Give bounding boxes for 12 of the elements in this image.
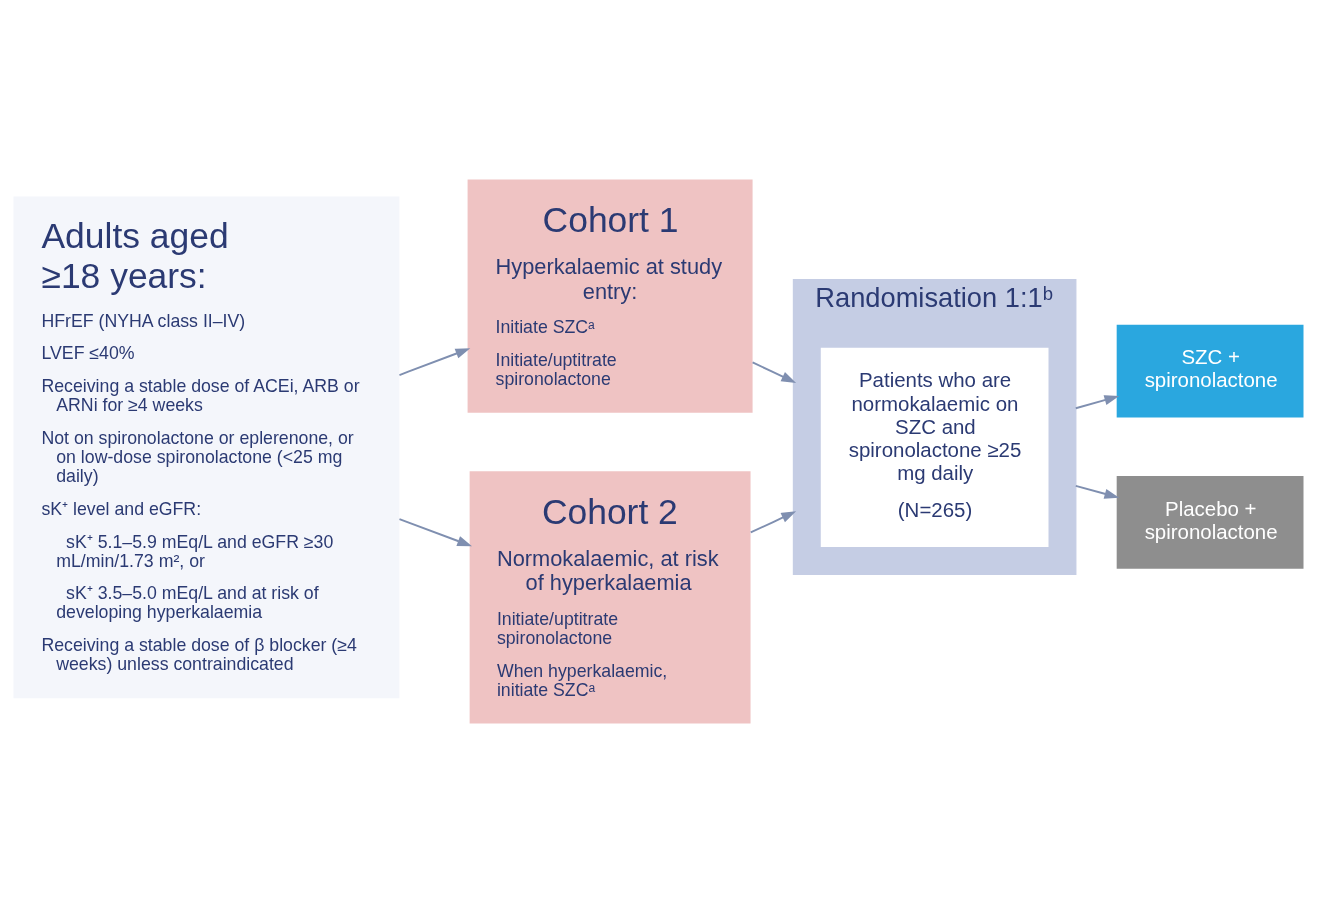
node-box: Patients who are normokalaemic on SZC and spironolactone ≥25 mg daily (N=265) bbox=[820, 347, 1049, 547]
node-box: Cohort 1 Hyperkalaemic at study entry: Initiate SZCᵃ Initiate/uptitrate spironolactone bbox=[467, 178, 753, 413]
node-box: SZC + spironolactone bbox=[1116, 324, 1304, 417]
node-box: Placebo + spironolactone bbox=[1116, 475, 1304, 569]
arrow bbox=[398, 347, 471, 376]
arrow bbox=[751, 361, 797, 383]
arrow bbox=[1074, 394, 1120, 409]
arrow bbox=[749, 510, 797, 533]
node-box: Adults aged ≥18 years: HFrEF (NYHA class II–IV) LVEF ≤40% Receiving a stable dose of ACEi, ARB or ARNi for ≥4 weeks Not on spironolactone or eplerenone, or on low-dose spironolactone (<25 mg daily) sK⁺ level and eGFR: sK⁺ 5.1–5.9 mEq/L and eGFR ≥30 mL/min/1.73 m², or sK⁺ 3.5–5.0 mEq/L and at risk of developing hyperkalaemia Receiving a stable dose of β blocker (≥4 weeks) unless contraindicated bbox=[13, 196, 400, 698]
node-box: Cohort 2 Normokalaemic, at risk of hyperkalaemia Initiate/uptitrate spironolactone When hyperkalaemic, initiate SZCᵃ bbox=[469, 470, 751, 724]
arrow bbox=[398, 517, 472, 546]
arrow bbox=[1074, 484, 1120, 499]
